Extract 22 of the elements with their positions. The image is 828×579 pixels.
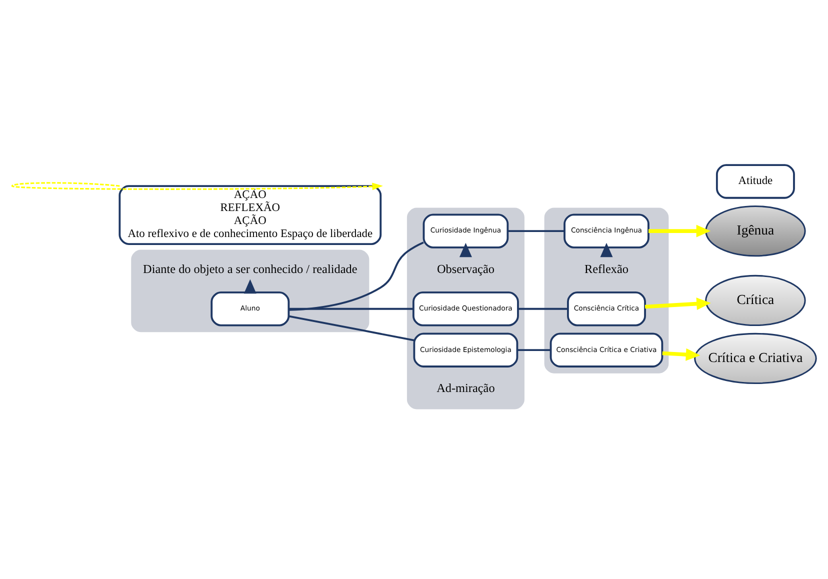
node-text: Observação <box>436 261 494 276</box>
cluster <box>406 207 524 409</box>
node-text: Reflexão <box>584 261 628 276</box>
connector <box>288 241 424 310</box>
node-ellipse: Crítica e Criativa <box>694 332 817 384</box>
arrow <box>648 224 711 237</box>
node-ellipse: Crítica <box>705 274 806 326</box>
node-ellipse: Igênua <box>705 205 806 256</box>
node-text: Diante do objeto a ser conhecido / realidade <box>143 261 358 276</box>
node-text: Ad-miração <box>436 380 495 394</box>
arrow <box>662 348 700 360</box>
connector <box>517 348 551 351</box>
arrow <box>11 182 383 190</box>
connector <box>288 307 414 310</box>
node-box: Atitude <box>716 164 795 198</box>
cluster <box>131 249 370 332</box>
connector <box>518 307 568 310</box>
cluster <box>544 207 669 373</box>
connector <box>508 230 564 232</box>
arrow <box>644 297 711 310</box>
connector <box>288 314 414 341</box>
node-box: AÇÃO REFLEXÃO AÇÃO Ato reflexivo e de conhecimento Espaço de liberdade <box>118 184 382 244</box>
